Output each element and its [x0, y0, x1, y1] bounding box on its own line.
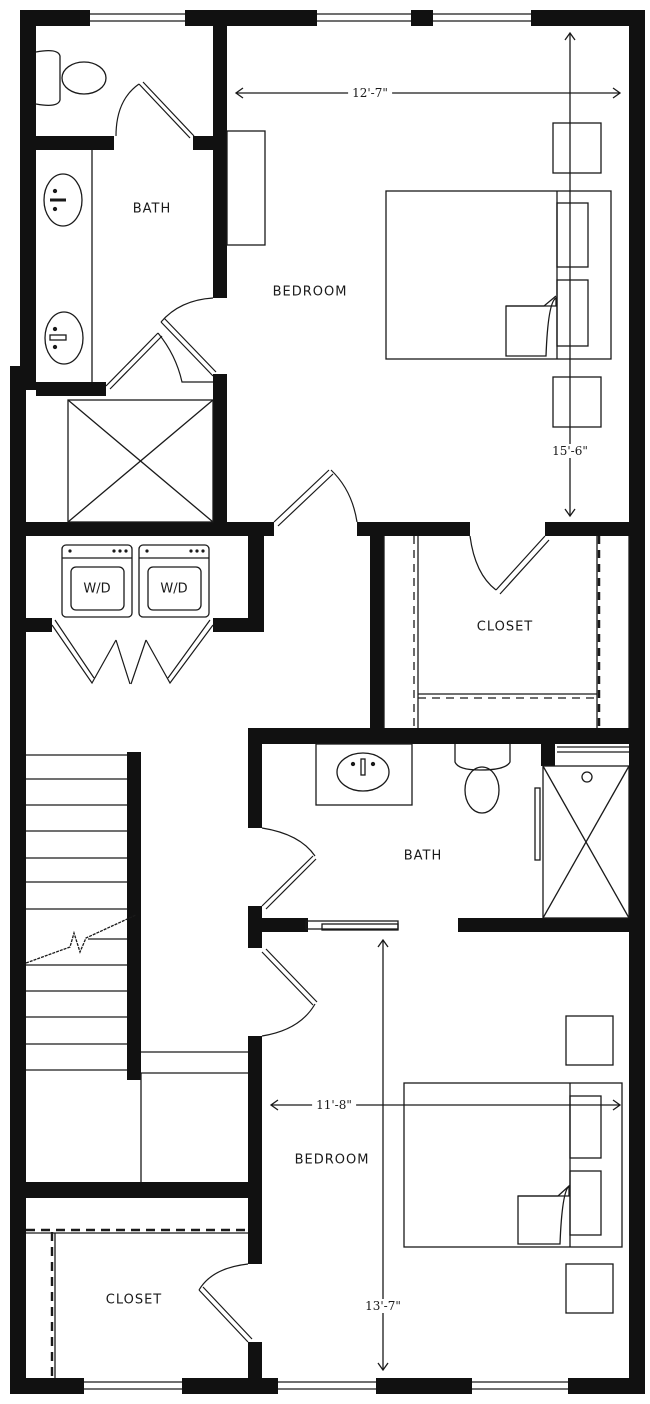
door-icon [51, 619, 214, 685]
interior-walls [26, 26, 645, 1394]
stairs-icon [25, 754, 248, 1182]
door-icon [469, 535, 550, 595]
shower-icon [534, 746, 630, 919]
fixtures [25, 50, 630, 1378]
sink-icon [44, 311, 84, 365]
room-label-bedroom-bottom: BEDROOM [294, 1152, 370, 1168]
dresser-icon [226, 130, 266, 246]
room-label-bedroom-top: BEDROOM [272, 284, 348, 300]
room-label-closet-bottom: CLOSET [105, 1292, 163, 1308]
bed-icon [385, 190, 612, 360]
door-icon [273, 469, 358, 527]
sink-icon [336, 752, 390, 792]
washer-dryer-label: W/D [83, 581, 111, 597]
doors [51, 81, 550, 1343]
dimension-bedroom-bottom-width: 11'-8" [312, 1098, 356, 1112]
door-icon [261, 827, 317, 910]
dimension-bedroom-top-length: 15'-6" [548, 444, 592, 458]
nightstand-icon [552, 376, 602, 428]
dimension-bedroom-bottom-length: 13'-7" [361, 1299, 405, 1313]
room-label-bath-top: BATH [132, 201, 172, 217]
washer-dryer-label: W/D [160, 581, 188, 597]
windows [84, 13, 568, 1390]
toilet-icon [35, 50, 107, 106]
sink-icon [43, 173, 83, 227]
room-label-bath-mid: BATH [403, 848, 443, 864]
door-icon [261, 948, 318, 1037]
door-icon [198, 1263, 253, 1343]
nightstand-icon [565, 1015, 614, 1066]
bed-icon [403, 1082, 623, 1248]
exterior-walls [10, 10, 645, 1394]
nightstand-icon [565, 1263, 614, 1314]
nightstand-icon [552, 122, 602, 174]
dimension-bedroom-top-width: 12'-7" [348, 86, 392, 100]
door-icon [105, 332, 213, 390]
toilet-icon [454, 744, 511, 814]
door-icon [115, 81, 195, 139]
shower-icon [67, 399, 214, 523]
dimension-lines [234, 31, 622, 1372]
washer-dryer-icon [61, 544, 133, 618]
door-icon [160, 297, 217, 377]
washer-dryer-icon [138, 544, 210, 618]
room-label-closet-mid: CLOSET [476, 619, 534, 635]
